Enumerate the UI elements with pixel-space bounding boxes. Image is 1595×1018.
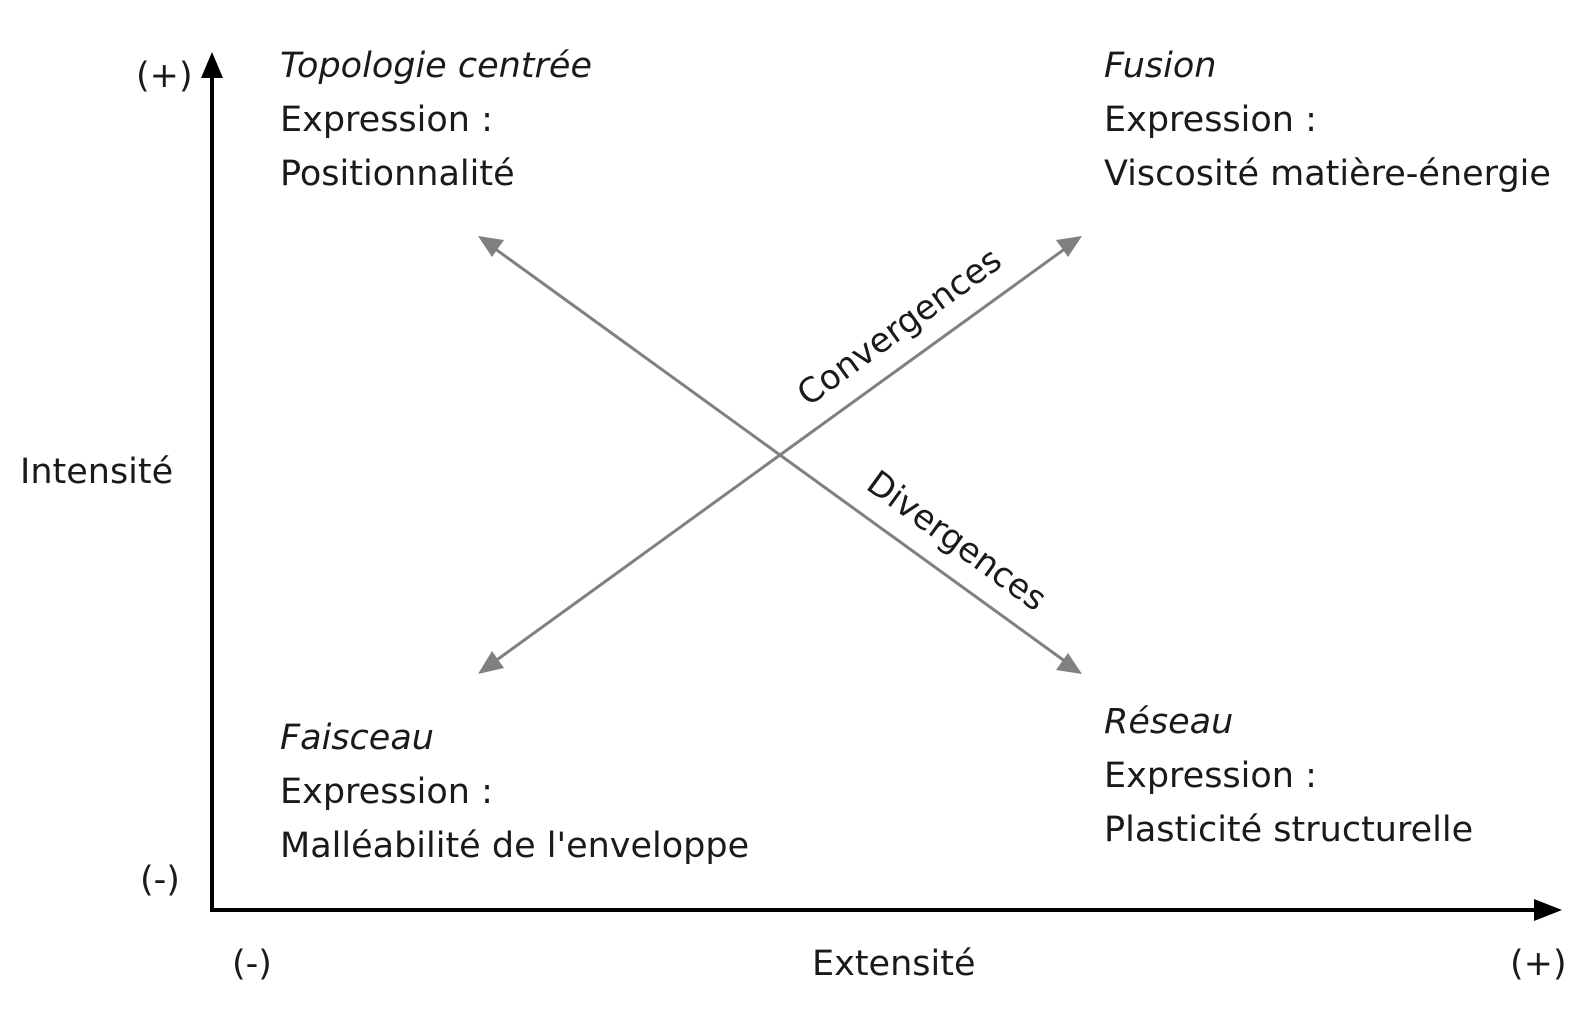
convergences-label: Convergences bbox=[790, 240, 1009, 415]
quadrant-title: Réseau bbox=[1104, 702, 1234, 742]
convergences-arrowhead-bottom bbox=[478, 651, 504, 674]
convergences-arrowhead-top bbox=[1056, 236, 1082, 257]
quadrant-title: Fusion bbox=[1104, 46, 1217, 86]
x-axis-minus-label: (-) bbox=[232, 944, 272, 984]
quadrant-expression-value: Plasticité structurelle bbox=[1104, 810, 1474, 850]
quadrant-title: Faisceau bbox=[280, 718, 434, 758]
divergences-arrowhead-top bbox=[478, 236, 504, 257]
quadrant-expression-label: Expression : bbox=[280, 772, 493, 812]
y-axis-title: Intensité bbox=[20, 452, 174, 492]
quadrant-title: Topologie centrée bbox=[280, 46, 592, 86]
quadrant-expression-label: Expression : bbox=[1104, 100, 1317, 140]
quadrant-expression-value: Malléabilité de l'enveloppe bbox=[280, 826, 750, 866]
quadrant-expression-label: Expression : bbox=[280, 100, 493, 140]
divergences-arrowhead-bottom bbox=[1056, 653, 1082, 674]
y-axis-arrowhead bbox=[201, 52, 223, 78]
x-axis-arrowhead bbox=[1534, 899, 1562, 921]
quadrant-expression-value: Viscosité matière-énergie bbox=[1104, 154, 1551, 194]
divergences-arrow-line bbox=[493, 246, 1067, 664]
y-axis-plus-label: (+) bbox=[136, 56, 193, 96]
quadrant-expression-value: Positionnalité bbox=[280, 154, 515, 194]
y-axis-minus-label: (-) bbox=[140, 860, 180, 900]
x-axis-plus-label: (+) bbox=[1510, 944, 1567, 984]
x-axis-title: Extensité bbox=[812, 944, 976, 984]
quadrant-expression-label: Expression : bbox=[1104, 756, 1317, 796]
divergences-label: Divergences bbox=[859, 463, 1054, 620]
